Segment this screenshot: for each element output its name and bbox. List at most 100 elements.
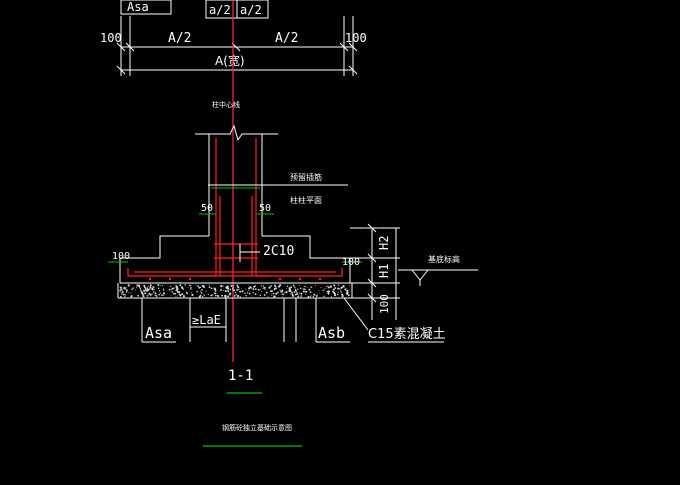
- hatch-dot: [307, 295, 310, 298]
- hatch-dot: [308, 288, 311, 291]
- hatch-dot: [293, 285, 295, 287]
- footing-outline: [117, 235, 353, 299]
- hatch-dot: [149, 288, 151, 290]
- hatch-dot: [323, 288, 325, 290]
- hatch-dot: [185, 291, 188, 294]
- hatch-dot: [179, 294, 182, 297]
- hatch-dot: [248, 292, 251, 295]
- hatch-dot: [254, 285, 256, 287]
- hatch-dot: [175, 295, 177, 297]
- hatch-dot: [152, 286, 154, 288]
- hatch-dot: [207, 293, 209, 296]
- hatch-dot: [230, 285, 233, 287]
- hatch-dot: [290, 286, 293, 288]
- hatch-dot: [285, 291, 288, 294]
- hatch-dot: [120, 295, 122, 298]
- a-half-right-label: A/2: [275, 31, 298, 46]
- hatch-dot: [245, 294, 247, 297]
- hatch-dot: [217, 295, 220, 298]
- column-top-label: 柱柱平面: [290, 195, 322, 205]
- hatch-dot: [227, 295, 229, 298]
- hatch-dot: [252, 288, 255, 291]
- hatch-dot: [178, 292, 180, 294]
- hatch-dot: [157, 284, 160, 286]
- hatch-dot: [327, 292, 330, 295]
- hatch-dot: [272, 292, 275, 295]
- hatch-dot: [340, 290, 342, 292]
- hatch-dot: [275, 295, 277, 297]
- hatch-dot: [260, 291, 262, 292]
- hatch-dot: [144, 288, 147, 291]
- hatch-dot: [221, 294, 224, 297]
- hatch-dot: [292, 295, 294, 297]
- hatch-dot: [124, 288, 125, 290]
- hatch-dot: [237, 294, 240, 297]
- hatch-dot: [158, 290, 161, 292]
- hatch-dot: [141, 293, 144, 296]
- hatch-dot: [310, 286, 312, 288]
- hatch-dot: [340, 289, 342, 291]
- base-elevation-label: 基底标高: [428, 254, 460, 264]
- hatch-dot: [175, 289, 178, 291]
- hatch-dot: [119, 286, 122, 289]
- hatch-dot: [198, 286, 201, 289]
- hatch-dot: [250, 295, 252, 297]
- hatch-dot: [340, 291, 342, 293]
- hatch-dot: [233, 295, 236, 297]
- hatch-dot: [280, 290, 283, 293]
- hatch-dot: [268, 286, 271, 289]
- hatch-dot: [181, 287, 184, 290]
- hatch-dot: [168, 288, 171, 291]
- hatch-dot: [235, 293, 237, 296]
- hatch-dot: [199, 286, 202, 289]
- hatch-dot: [347, 294, 350, 297]
- hatch-dot: [170, 289, 172, 291]
- hatch-dot: [151, 293, 153, 295]
- hatch-dot: [210, 287, 213, 290]
- hatch-dot: [305, 293, 307, 295]
- hatch-dot: [232, 289, 234, 291]
- hatch-dot: [300, 292, 303, 295]
- hatch-dot: [330, 286, 332, 288]
- hatch-dot: [200, 292, 203, 294]
- hatch-dot: [282, 293, 284, 296]
- hatch-dot: [333, 284, 336, 287]
- hatch-dot: [294, 293, 297, 296]
- bottom-leaders: [141, 297, 444, 343]
- hatch-dot: [290, 293, 292, 295]
- hatch-dot: [304, 285, 306, 288]
- hatch-dot: [346, 289, 349, 292]
- section-label: 1-1: [228, 368, 253, 384]
- hatch-dot: [298, 292, 300, 294]
- hatch-dot: [125, 289, 128, 292]
- hatch-dot: [153, 288, 155, 290]
- hatch-dot: [140, 290, 142, 292]
- hatch-dot: [345, 287, 347, 289]
- hatch-dot: [162, 294, 164, 297]
- hatch-dot: [120, 291, 122, 293]
- hatch-dot: [144, 292, 147, 295]
- hatch-dot: [310, 296, 312, 298]
- hatch-dot: [220, 289, 222, 292]
- hatch-dot: [346, 292, 349, 296]
- hatch-dot: [266, 291, 268, 294]
- hatch-dot: [271, 290, 274, 292]
- hatch-dot: [171, 288, 173, 290]
- hatch-dot: [201, 288, 203, 291]
- dim-100-bottom: 100: [378, 294, 391, 314]
- hatch-dot: [172, 293, 175, 295]
- hatch-dot: [273, 295, 276, 298]
- hatch-dot: [297, 288, 299, 290]
- hatch-dot: [294, 286, 296, 289]
- small-top-right-label: a/2: [240, 3, 262, 17]
- hatch-dot: [214, 288, 217, 291]
- hatch-dot: [157, 287, 160, 290]
- asa-bottom-label: Asa: [145, 324, 172, 342]
- hatch-dot: [132, 287, 134, 289]
- hatch-dot: [208, 284, 210, 286]
- hatch-dot: [309, 291, 312, 293]
- hatch-dot: [119, 289, 122, 291]
- hatch-dot: [191, 293, 194, 296]
- hatch-dot: [125, 287, 127, 289]
